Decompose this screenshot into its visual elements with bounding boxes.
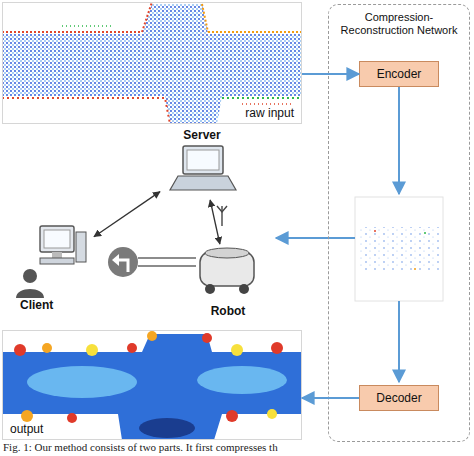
- node-label: Decoder: [376, 391, 421, 405]
- raw-point-cloud: [222, 97, 302, 99]
- output-reconstruction: [67, 413, 77, 423]
- server-node: Server: [160, 126, 244, 200]
- raw-point-cloud: [2, 2, 302, 124]
- antenna-icon: [221, 206, 222, 226]
- output-reconstruction: [86, 344, 98, 356]
- desktop-icon: [52, 252, 62, 258]
- output-reconstruction: [202, 333, 212, 343]
- connector-arrow: [302, 397, 359, 399]
- output-reconstruction: [27, 366, 137, 398]
- node-label: Encoder: [377, 67, 422, 81]
- compressed-cloud: [414, 268, 416, 270]
- laptop-icon: [170, 176, 236, 190]
- flow-arrow: [398, 301, 400, 382]
- robot-icon: [200, 248, 254, 294]
- process-box: Decoder: [359, 385, 439, 411]
- output-reconstruction: [139, 418, 195, 438]
- raw-point-cloud: [2, 98, 170, 124]
- raw-point-cloud: [2, 2, 152, 32]
- connector-arrow: [94, 192, 160, 237]
- robot-icon: [205, 248, 249, 258]
- turn-sign: [112, 254, 119, 266]
- compressed-cloud: [355, 197, 443, 301]
- output-image: output: [2, 330, 302, 440]
- desktop-icon: [76, 232, 86, 262]
- output-reconstruction: [42, 343, 52, 353]
- flow-arrow: [398, 87, 400, 194]
- compressed-cloud: [424, 232, 426, 234]
- desktop-icon: [44, 230, 70, 248]
- node-label: raw input: [242, 106, 297, 120]
- output-reconstruction: [271, 342, 283, 354]
- turn-sign: [138, 265, 196, 267]
- compressed-cloud: [374, 230, 376, 232]
- output-reconstruction: [21, 410, 33, 422]
- flow-arrow: [276, 237, 355, 239]
- laptop-icon: [187, 150, 219, 170]
- turn-sign: [108, 247, 196, 277]
- output-reconstruction: [14, 344, 26, 356]
- output-reconstruction: [127, 343, 137, 353]
- input-image: raw input: [2, 2, 302, 124]
- desktop-icon: [40, 226, 86, 264]
- output-reconstruction: [226, 410, 238, 422]
- laptop-icon: [170, 146, 236, 190]
- robot-icon: [239, 284, 249, 294]
- connector-arrow: [210, 200, 220, 244]
- robot-node: Robot: [188, 244, 268, 318]
- person-icon: [23, 269, 37, 283]
- raw-point-cloud: [208, 31, 302, 33]
- antenna-icon: [217, 206, 227, 212]
- output-reconstruction: [2, 334, 302, 440]
- network-group: Compression-Reconstruction NetworkEncode…: [328, 4, 470, 442]
- raw-point-cloud: [202, 4, 208, 32]
- desktop-icon: [40, 226, 74, 252]
- node-label: Client: [20, 298, 53, 312]
- raw-point-cloud: [62, 25, 112, 27]
- output-reconstruction: [2, 330, 302, 440]
- robot-icon: [205, 284, 215, 294]
- turn-sign: [138, 257, 196, 259]
- turn-sign: [108, 247, 138, 277]
- output-reconstruction: [197, 366, 287, 394]
- process-box: Encoder: [359, 61, 439, 87]
- raw-point-cloud: [242, 103, 292, 105]
- person-icon: [16, 269, 44, 298]
- node-label: Robot: [188, 304, 268, 318]
- antenna-icon: [217, 206, 227, 226]
- output-reconstruction: [267, 409, 277, 419]
- node-label: Compression-Reconstruction Network: [335, 11, 463, 37]
- node-label: Server: [160, 128, 244, 142]
- output-reconstruction: [2, 330, 302, 440]
- laptop-icon: [183, 146, 223, 174]
- connector-arrow: [302, 73, 359, 75]
- desktop-icon: [40, 258, 74, 264]
- node-label: output: [7, 422, 46, 436]
- figure-caption: Fig. 1: Our method consists of two parts…: [3, 441, 278, 454]
- raw-point-cloud: [2, 2, 302, 124]
- compressed-cloud: [359, 227, 439, 271]
- person-icon: [16, 289, 44, 298]
- output-reconstruction: [231, 344, 243, 356]
- output-reconstruction: [147, 331, 157, 341]
- client-node: Client: [8, 220, 94, 312]
- compressed-cloud: [355, 197, 443, 301]
- raw-point-cloud: [2, 4, 302, 124]
- turn-sign: [118, 260, 128, 272]
